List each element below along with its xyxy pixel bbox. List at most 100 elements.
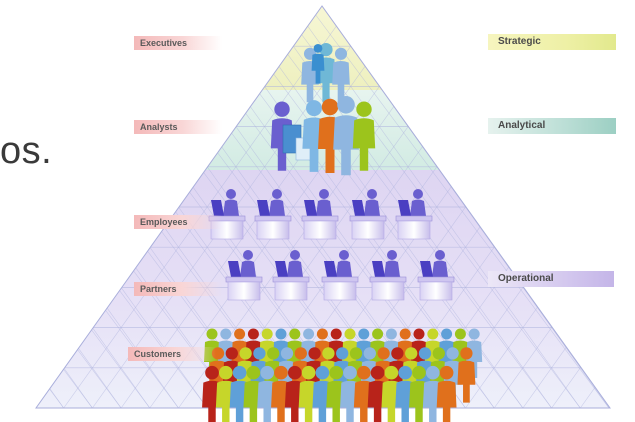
person-head [460, 347, 473, 360]
person-body [364, 199, 380, 216]
employee-at-desk [225, 250, 263, 301]
monitor-icon [420, 261, 433, 277]
person-body [332, 60, 350, 103]
person-head [367, 189, 377, 199]
person-head [349, 347, 363, 360]
desk-top [395, 215, 433, 222]
grid-diagonal-line [36, 6, 151, 408]
person-head [385, 328, 397, 340]
person-head [247, 328, 259, 340]
person-head [432, 347, 445, 360]
person-head [308, 347, 321, 360]
desk-cabinet [397, 220, 431, 240]
person-head [334, 47, 348, 60]
executive-figure [311, 44, 325, 84]
monitor-icon [257, 200, 270, 216]
person-head [274, 101, 290, 117]
person-head [377, 347, 390, 360]
tier-label-customers: Customers [128, 347, 216, 361]
bi-level-analytical: Analytical [488, 118, 616, 134]
person-head [246, 365, 261, 380]
person-body [432, 260, 448, 277]
person-head [306, 100, 322, 117]
person-head [232, 365, 247, 380]
person-head [356, 101, 372, 117]
person-head [301, 365, 316, 380]
person-head [372, 328, 384, 340]
person-head [272, 189, 282, 199]
person-head [243, 250, 253, 260]
grid-diagonal-line [36, 6, 179, 408]
bi-level-operational: Operational [488, 271, 614, 287]
desk-cabinet [371, 281, 405, 301]
grid-diagonal-line [580, 6, 610, 408]
person-head [289, 328, 301, 340]
desk-cabinet [274, 281, 308, 301]
person-head [413, 328, 425, 340]
person-head [319, 189, 329, 199]
grid-diagonal-line [308, 6, 610, 408]
person-head [206, 328, 218, 340]
person-body [436, 380, 457, 422]
person-head [413, 189, 423, 199]
analyst-figure [352, 101, 376, 171]
person-body [301, 60, 319, 103]
grid-diagonal-line [36, 6, 64, 408]
person-body [457, 360, 476, 403]
employee-at-desk [349, 189, 387, 240]
desk-cabinet [419, 281, 453, 301]
monitor-icon [211, 200, 224, 216]
monitor-icon [352, 200, 365, 216]
person-head [226, 189, 236, 199]
person-head [435, 250, 445, 260]
person-head [239, 347, 252, 360]
desk-top [369, 276, 407, 283]
desk-cabinet [323, 281, 357, 301]
person-head [234, 328, 246, 340]
desk-cabinet [256, 220, 290, 240]
person-head [356, 365, 371, 380]
person-head [391, 347, 404, 360]
person-head [337, 96, 355, 114]
person-head [330, 328, 342, 340]
employee-at-desk [321, 250, 359, 301]
person-head [363, 347, 376, 360]
employee-at-desk [272, 250, 310, 301]
desk-top [301, 215, 339, 222]
person-head [441, 328, 453, 340]
grid-diagonal-line [608, 6, 610, 408]
person-head [384, 365, 399, 380]
monitor-icon [324, 261, 337, 277]
person-head [315, 365, 330, 380]
person-head [319, 43, 333, 57]
person-head [322, 347, 335, 360]
person-body [333, 115, 359, 176]
person-head [218, 365, 233, 380]
executive-figure [332, 47, 350, 103]
grid-diagonal-line [0, 6, 35, 408]
person-head [316, 328, 328, 340]
person-head [387, 250, 397, 260]
person-head [261, 328, 273, 340]
person-head [468, 328, 480, 340]
desk-cabinet [227, 281, 261, 301]
employee-at-desk [395, 189, 433, 240]
tier-label-partners: Partners [134, 282, 222, 296]
person-head [275, 328, 287, 340]
grid-diagonal-line [36, 6, 64, 408]
person-head [294, 347, 307, 360]
person-head [329, 365, 344, 380]
desk-top [349, 215, 387, 222]
person-head [427, 328, 439, 340]
person-body [384, 260, 400, 277]
person-head [358, 328, 370, 340]
monitor-icon [304, 200, 317, 216]
person-head [446, 347, 459, 360]
employee-at-desk [417, 250, 455, 301]
monitor-icon [398, 200, 411, 216]
person-body [316, 199, 332, 216]
person-head [399, 328, 411, 340]
person-head [339, 250, 349, 260]
